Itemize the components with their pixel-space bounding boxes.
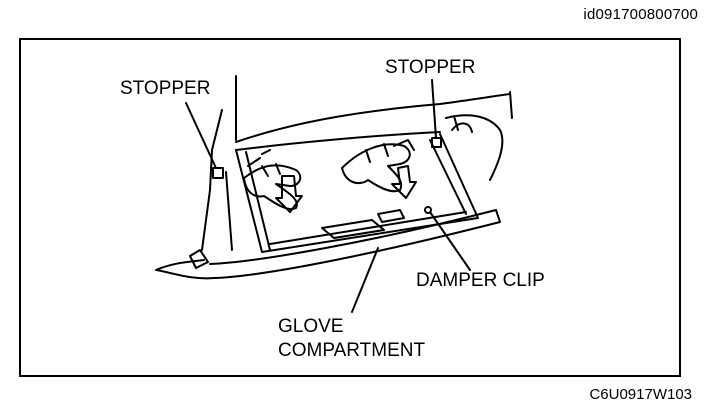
arrow-down-left bbox=[275, 175, 303, 213]
right-hand bbox=[341, 143, 411, 193]
latch bbox=[321, 219, 385, 239]
compartment-left-wall bbox=[235, 149, 263, 253]
label-stopper-right: STOPPER bbox=[385, 57, 476, 78]
leader-glove-compartment bbox=[351, 247, 379, 313]
compartment-door-edge bbox=[209, 209, 501, 279]
compartment-left-wall-inner bbox=[245, 151, 271, 251]
dashboard-outline bbox=[235, 93, 511, 143]
label-stopper-left: STOPPER bbox=[120, 78, 211, 99]
damper-clip-marker bbox=[424, 206, 432, 214]
figure-code: C6U0917W103 bbox=[589, 386, 692, 403]
leader-stopper-right bbox=[431, 79, 437, 139]
compartment-back-top bbox=[235, 131, 441, 151]
side-panel-left bbox=[201, 109, 223, 251]
compartment-right-wall-inner bbox=[429, 139, 467, 215]
label-glove-compartment: GLOVE COMPARTMENT bbox=[278, 315, 425, 363]
dashboard-vertical-right bbox=[509, 91, 513, 119]
label-damper-clip: DAMPER CLIP bbox=[416, 270, 545, 291]
left-hand bbox=[243, 164, 302, 210]
document-id: id091700800700 bbox=[583, 6, 698, 23]
stopper-left-marker bbox=[212, 167, 224, 179]
arrow-down-right bbox=[391, 165, 417, 199]
label-glove-line1: GLOVE bbox=[278, 316, 344, 337]
compartment-right-wall bbox=[439, 133, 479, 219]
label-glove-line2: COMPARTMENT bbox=[278, 340, 426, 361]
dashboard-right-curve bbox=[445, 114, 504, 181]
leader-damper-clip bbox=[429, 211, 471, 271]
leader-stopper-left bbox=[185, 102, 217, 169]
illustration-frame bbox=[19, 38, 681, 377]
